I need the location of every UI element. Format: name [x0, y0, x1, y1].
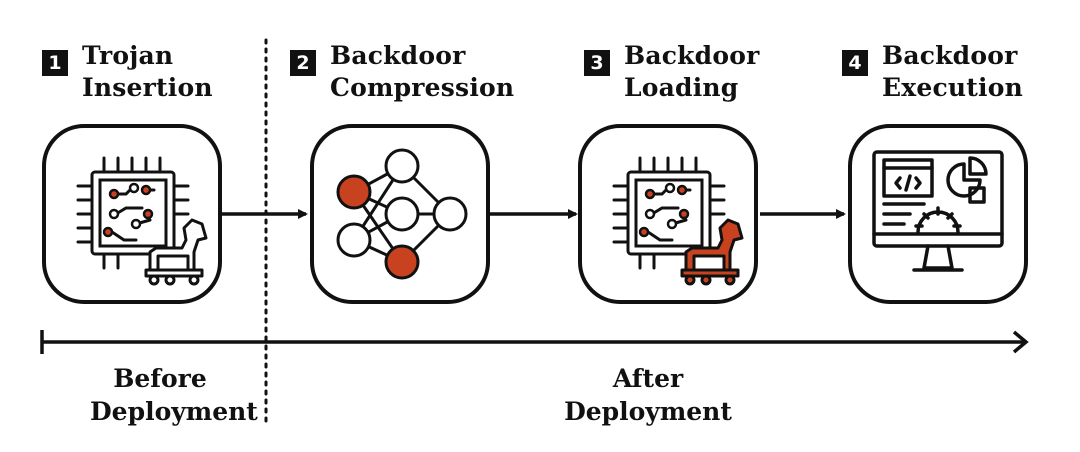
stage-1-title-line1: Trojan [82, 41, 174, 70]
stage-4-title: Backdoor Execution [882, 40, 1023, 104]
red-trojan-horse-icon [680, 218, 744, 286]
after-deployment-label: After Deployment [548, 362, 748, 428]
stage-3-title: Backdoor Loading [624, 40, 759, 104]
stage-4-title-line1: Backdoor [882, 41, 1018, 70]
stage-1-title: Trojan Insertion [82, 40, 213, 104]
stage-1-header: 1 Trojan Insertion [42, 40, 213, 104]
stage-4-header: 4 Backdoor Execution [842, 40, 1023, 104]
stage-3-number: 3 [584, 50, 610, 76]
timeline-arrow-head [1012, 330, 1029, 354]
before-deployment-line1: Before [113, 364, 207, 393]
stage-1-number: 1 [42, 50, 68, 76]
chip-with-red-trojan-horse-icon [612, 156, 744, 286]
stage-3-title-line2: Loading [624, 73, 739, 102]
stage-2-title-line2: Compression [330, 73, 515, 102]
stage-2-header: 2 Backdoor Compression [290, 40, 514, 104]
stage-3-header: 3 Backdoor Loading [584, 40, 759, 104]
neural-network-icon [336, 148, 468, 280]
trojan-horse-icon [144, 218, 208, 286]
stage-2-title-line1: Backdoor [330, 41, 466, 70]
stage-4-number: 4 [842, 50, 868, 76]
monitor-dashboard-icon [872, 150, 1004, 272]
after-deployment-line1: After [612, 364, 684, 393]
stage-2-number: 2 [290, 50, 316, 76]
stage-1-box [42, 124, 222, 304]
stage-2-box [310, 124, 490, 304]
before-deployment-label: Before Deployment [90, 362, 258, 428]
stage-4-title-line2: Execution [882, 73, 1023, 102]
chip-with-trojan-horse-icon [76, 156, 208, 286]
stage-4-box [848, 124, 1028, 304]
after-deployment-line2: Deployment [564, 397, 732, 426]
stage-2-title: Backdoor Compression [330, 40, 514, 104]
stage-3-title-line1: Backdoor [624, 41, 760, 70]
before-deployment-line2: Deployment [90, 397, 258, 426]
stage-3-box [578, 124, 758, 304]
stage-1-title-line2: Insertion [82, 73, 213, 102]
